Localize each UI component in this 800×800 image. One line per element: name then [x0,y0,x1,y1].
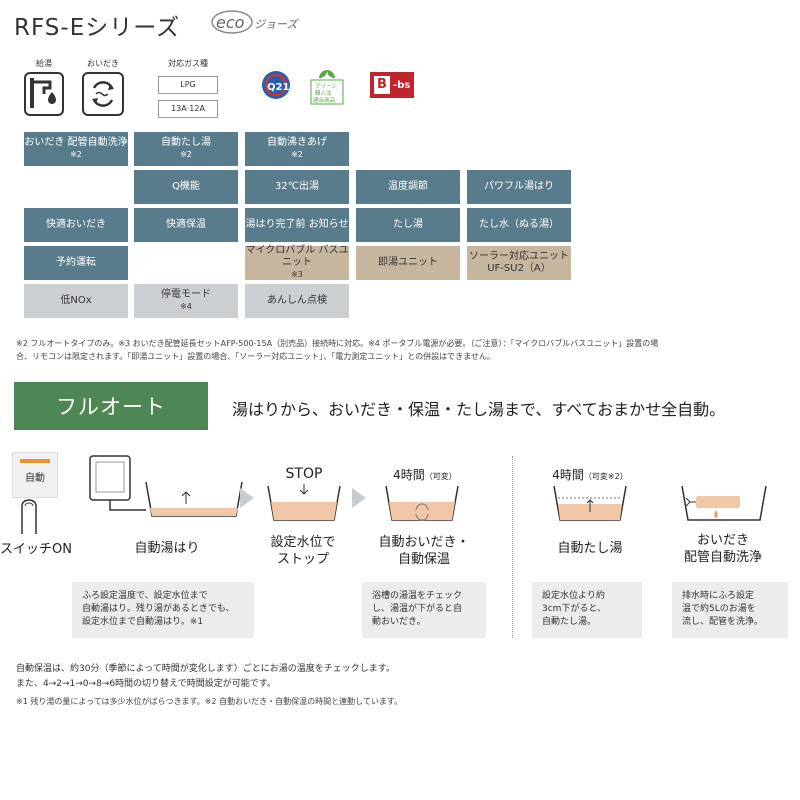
feature-comfort-oidaki: 快適おいだき [24,208,128,242]
step-stop-top: STOP [285,466,323,482]
feature-q-function: Q機能 [134,170,238,204]
svg-text:購入法: 購入法 [315,89,332,97]
svg-text:グリーン: グリーン [315,82,337,90]
feature-low-nox: 低NOx [24,284,128,318]
feature-comfort-hoon: 快適保温 [134,208,238,242]
section-divider [512,456,513,638]
svg-text:eco: eco [216,13,245,32]
feature-anshin-check: あんしん点検 [245,284,349,318]
pipe-clean-diagram [681,485,767,521]
faucet-icon [24,72,64,116]
auto-yuhari-diagram [89,455,243,517]
arrow-right-icon [352,488,366,508]
step-pipe-clean-label: おいだき配管自動洗浄 [683,533,762,565]
feature-microbubble: マイクロバブル バスユニット※3 [245,245,349,280]
step-pipe-clean-desc: 排水時にふろ設定 温で約5Lのお湯を 流し、配管を洗浄。 [672,582,788,638]
stop-bathtub-diagram [267,484,341,521]
feature-temp-adjust: 温度調節 [356,170,460,204]
bbs-mark-icon: B -bs [370,72,414,98]
switch-on-label: スイッチON [0,542,72,557]
eco-jozu-logo: eco ジョーズ [211,10,299,34]
step-oidaki-desc: 浴槽の湯温をチェック し、湯温が下がると自 動おいだき。 [362,582,486,638]
feature-auto-tashiyu: 自動たし湯※2 [134,132,238,166]
feature-32c-outlet: 32℃出湯 [245,170,349,204]
bottom-footnote: ※1 残り湯の量によっては多少水位がばらつきます。※2 自動おいだき・自動保温の… [16,697,403,706]
footnote-line-1: ※2 フルオートタイプのみ。※3 おいだき配管延長セットAFP-500-15A（… [16,339,659,348]
footnote-line-2: 合、リモコンは限定されます。「即湯ユニット」設置の場合、「ソーラー対応ユニット」… [16,352,495,361]
arrow-right-icon [240,488,254,508]
auto-button-label: 自動 [25,473,45,484]
step-stop-label: 設定水位でストップ [270,535,336,567]
feature-yuhari-notice: 湯はり完了前 お知らせ [245,208,349,242]
bottom-note-1: 自動保温は、約30分（季節によって時間が変化します）ごとにお湯の温度をチェックし… [16,664,395,674]
remote-switch: 自動 [12,452,58,498]
svg-text:適合商品: 適合商品 [313,96,336,104]
q21-text: Q21 [267,82,289,93]
step-oidaki-top: 4時間（可変） [393,468,457,482]
feature-tashimizu: たし水（ぬる湯） [467,208,571,242]
finger-icon [21,499,37,534]
feature-tashiyu: たし湯 [356,208,460,242]
feature-blackout-mode: 停電モード※4 [134,284,238,318]
gas-lpg: LPG [158,76,218,94]
fullauto-tagline: 湯はりから、おいだき・保温・たし湯まで、すべておまかせ全自動。 [232,400,726,419]
oidaki-label: おいだき [87,59,119,68]
q21-mark-icon: Q21 [261,70,291,100]
step-auto-yuhari-desc: ふろ設定温度で、設定水位まで 自動湯はり。残り湯があるときでも、 設定水位まで自… [72,582,254,638]
step-auto-yuhari-label: 自動湯はり [134,541,200,556]
page-title: RFS-Eシリーズ [14,15,181,41]
step-tashiyu-label: 自動たし湯 [557,541,623,556]
feature-powerful-yuhari: パワフル湯はり [467,170,571,204]
feature-reserve: 予約運転 [24,246,128,280]
feature-solar-unit: ソーラー対応ユニット UF-SU2（A） [467,246,571,280]
svg-text:ジョーズ: ジョーズ [254,18,299,31]
reheat-icon [82,72,124,116]
tashiyu-bathtub-diagram [553,485,627,521]
feature-sokuyu-unit: 即湯ユニット [356,246,460,280]
step-tashiyu-top: 4時間（可変※2） [552,468,628,482]
kyuto-label: 給湯 [36,59,52,68]
green-purchase-icon: グリーン 購入法 適合商品 [307,66,347,106]
step-tashiyu-desc: 設定水位より約 3cm下がると、 自動たし湯。 [532,582,642,638]
feature-auto-wakiage: 自動沸きあげ※2 [245,132,349,166]
feature-oidaki-auto-clean: おいだき 配管自動洗浄※2 [24,132,128,166]
fullauto-badge: フルオート [14,382,208,430]
gas-13a: 13A·12A [158,100,218,118]
bottom-note-2: また、4→2→1→0→8→6時間の切り替えで時間設定が可能です。 [16,679,276,689]
step-oidaki-label: 自動おいだき・自動保温 [378,535,470,567]
gas-type-label: 対応ガス種 [168,59,208,68]
oidaki-bathtub-diagram [385,485,459,521]
